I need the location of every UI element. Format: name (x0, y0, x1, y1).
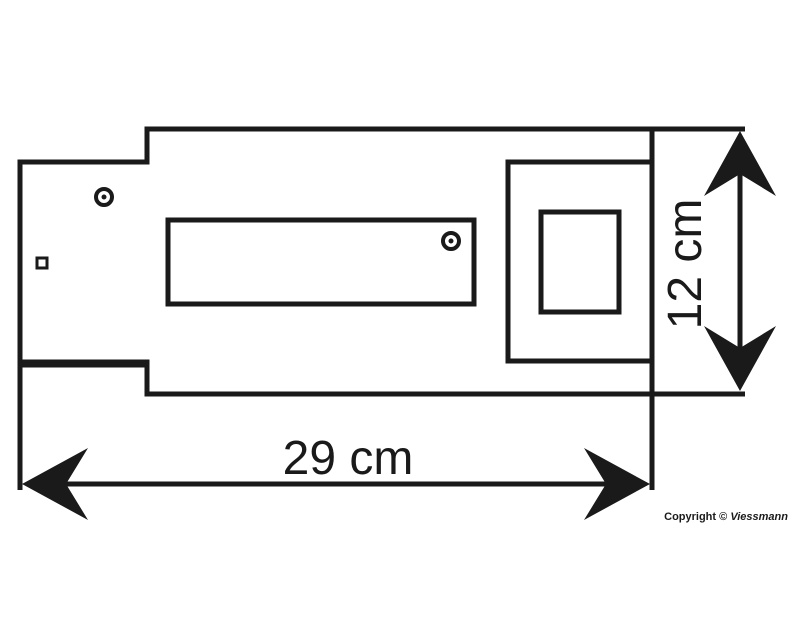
center-slot (165, 217, 477, 307)
inner-window (538, 209, 622, 315)
brand-logo-text: Viessmann (730, 511, 788, 523)
footprint-outline (17, 126, 655, 397)
mounting-hole-slot-center (448, 238, 454, 244)
arrowhead-right (584, 448, 650, 520)
width-dimension-arrow (22, 448, 650, 520)
mounting-hole-left-center (101, 194, 107, 200)
copyright-text: Copyright (664, 511, 717, 523)
square-marker (35, 256, 49, 270)
height-label: 12 cm (659, 199, 712, 330)
mounting-hole-slot (441, 231, 461, 251)
mounting-hole-left (94, 187, 114, 207)
copyright-symbol: © (719, 511, 728, 523)
width-label: 29 cm (283, 432, 414, 485)
arrowhead-left (22, 448, 88, 520)
copyright-notice: Copyright © Viessmann (664, 511, 788, 523)
arrowhead-top (704, 131, 776, 196)
height-dimension-arrow (704, 131, 776, 391)
right-recess (505, 159, 652, 364)
arrowhead-bottom (704, 326, 776, 391)
